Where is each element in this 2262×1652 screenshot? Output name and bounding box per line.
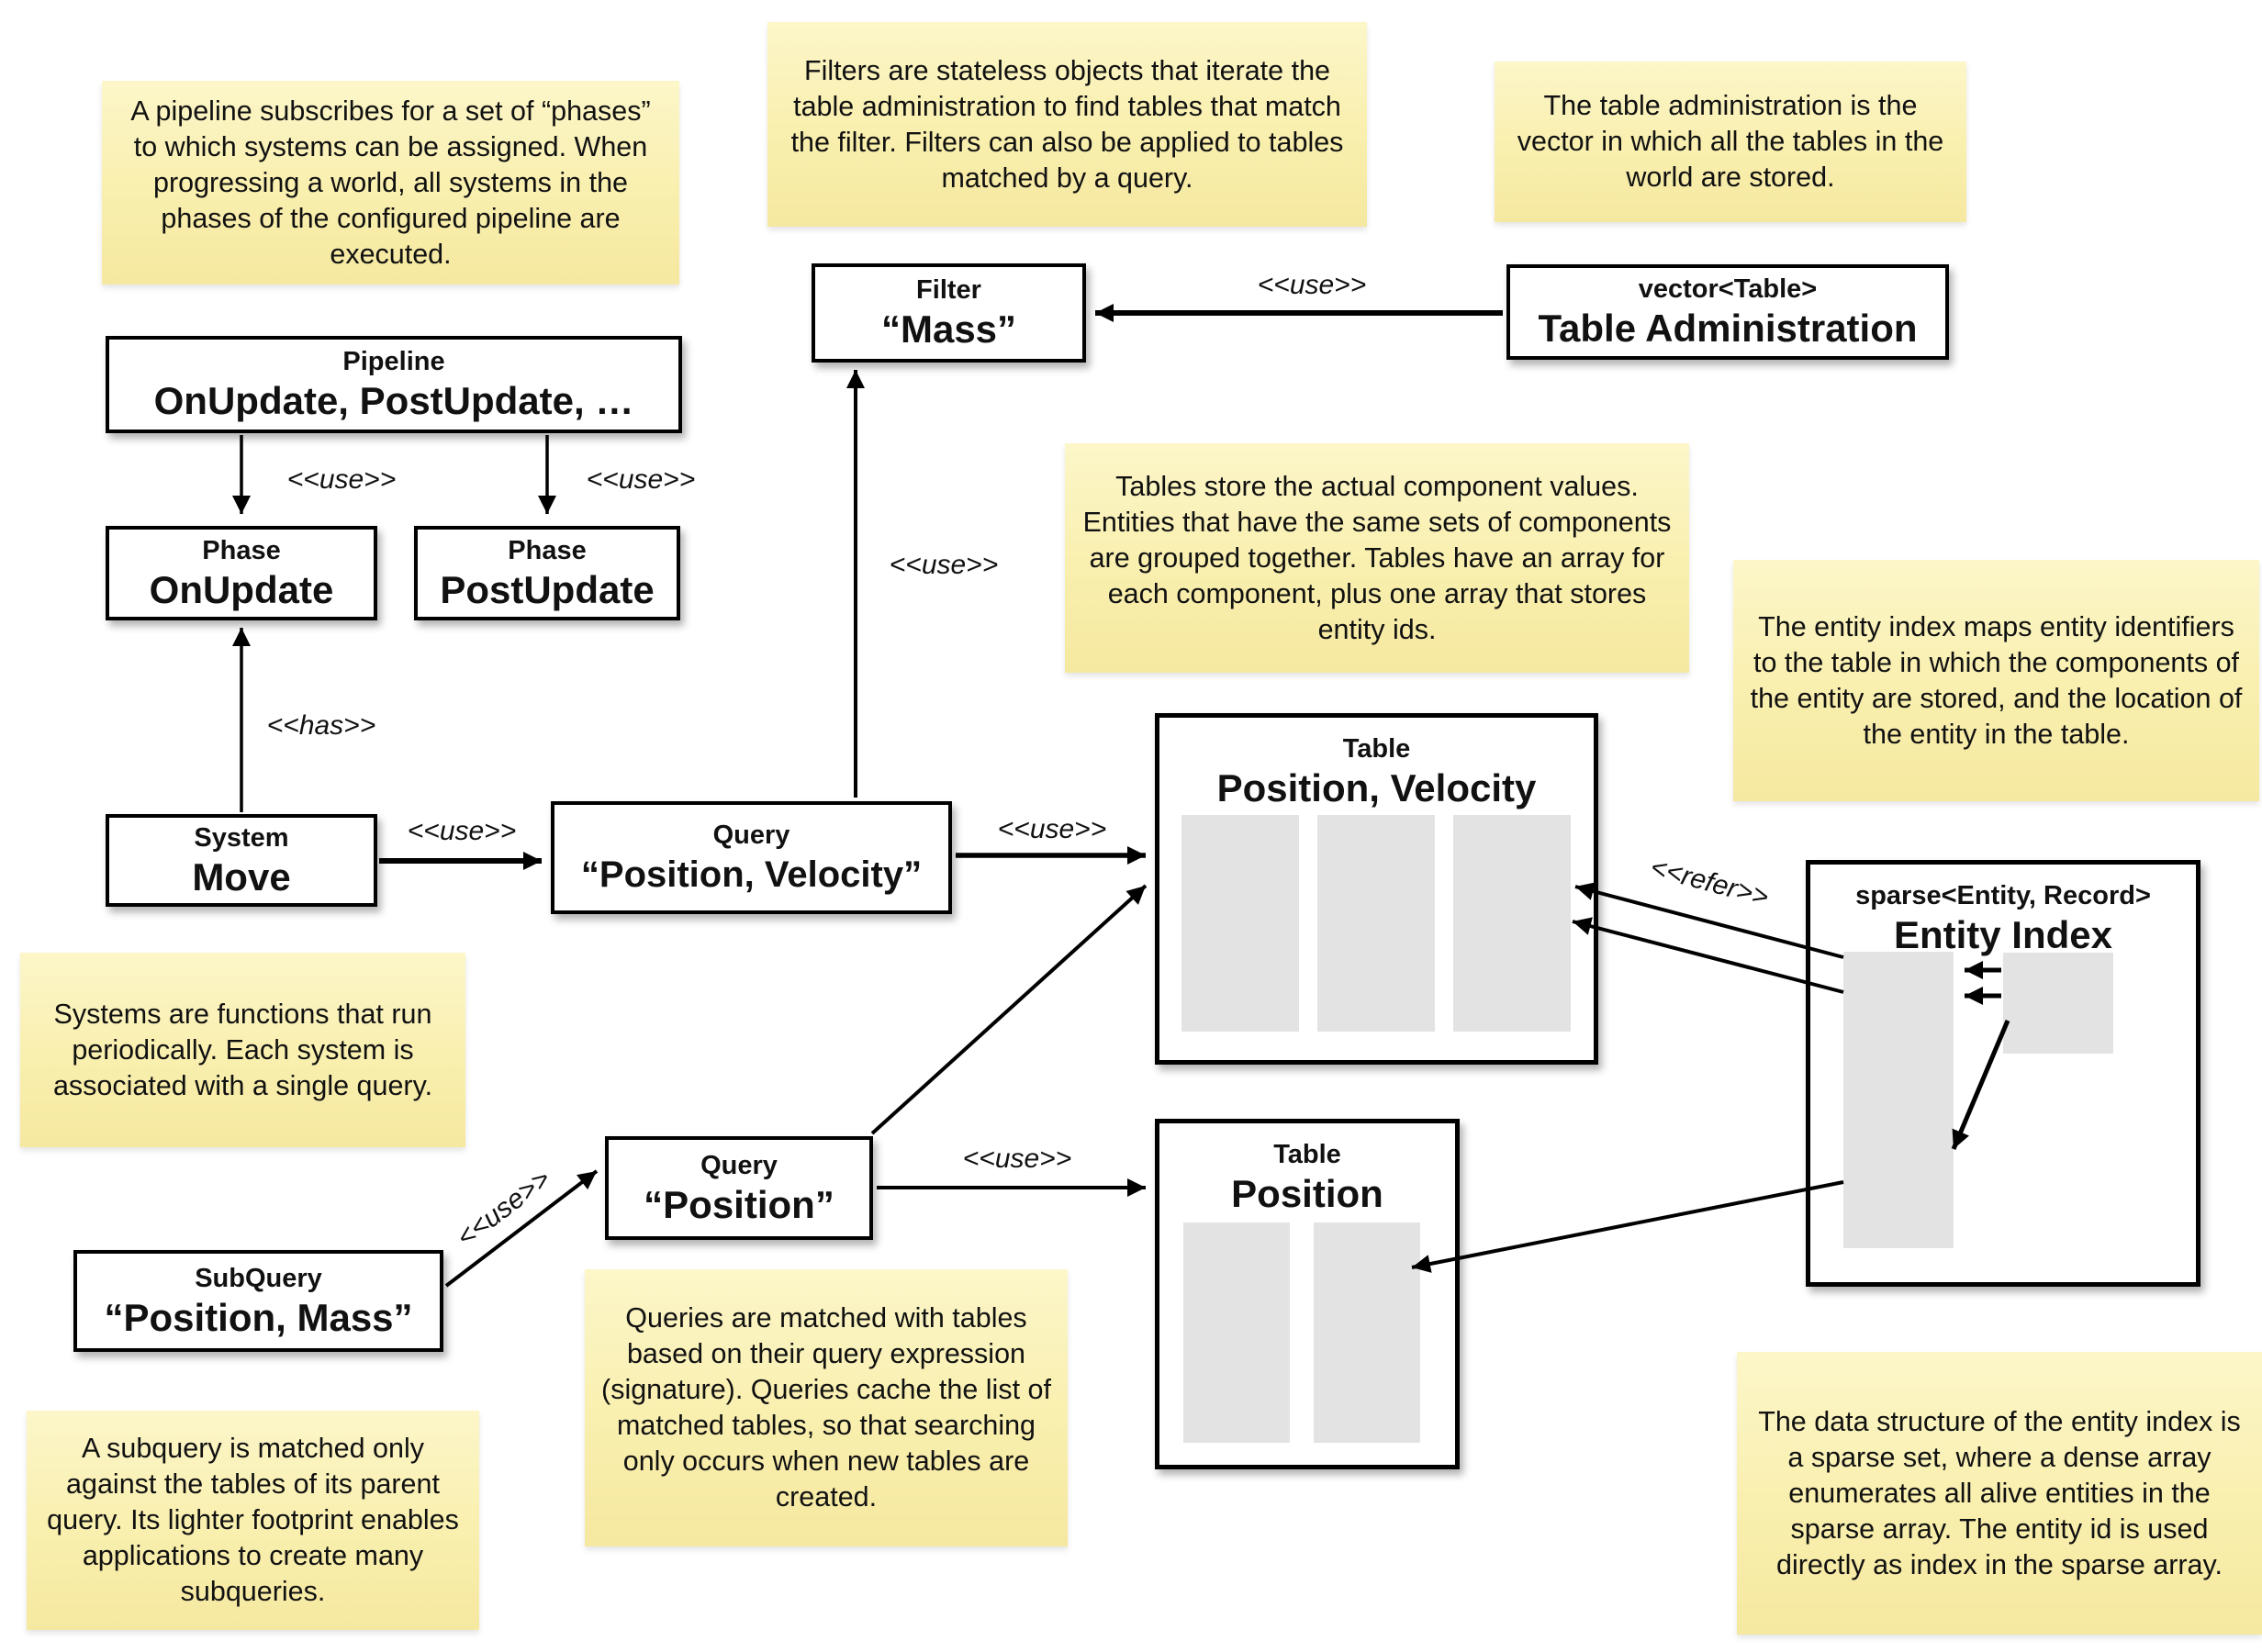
- node-filter-label: “Mass”: [880, 307, 1017, 351]
- node-query-position-velocity: Query “Position, Velocity”: [551, 801, 952, 914]
- node-phase-postupdate: Phase PostUpdate: [414, 526, 680, 620]
- node-table-position-velocity: Table Position, Velocity: [1155, 713, 1598, 1065]
- sparse-array-column: [1843, 952, 1954, 1248]
- sticky-note-subquery: A subquery is matched only against the t…: [27, 1411, 479, 1630]
- sticky-note-filters: Filters are stateless objects that itera…: [767, 22, 1367, 227]
- node-subquery-label: “Position, Mass”: [104, 1295, 413, 1339]
- node-query-pv-stereotype: Query: [712, 820, 790, 850]
- edge-queryp-match-tablepv: [870, 884, 1148, 1135]
- node-query-pv-label: “Position, Velocity”: [580, 854, 923, 895]
- node-subquery-position-mass: SubQuery “Position, Mass”: [73, 1250, 443, 1352]
- sticky-note-table-administration: The table administration is the vector i…: [1495, 61, 1966, 222]
- sticky-note-queries: Queries are matched with tables based on…: [585, 1269, 1068, 1546]
- node-table-administration-stereotype: vector<Table>: [1638, 274, 1818, 304]
- sticky-note-entity-index: The entity index maps entity identifiers…: [1733, 560, 2259, 801]
- node-entity-index: sparse<Entity, Record> Entity Index: [1806, 860, 2200, 1287]
- node-system-move: System Move: [106, 814, 377, 907]
- edge-label-use: <<use>>: [451, 1163, 556, 1254]
- node-query-p-label: “Position”: [644, 1182, 834, 1226]
- edge-label-refer: <<refer>>: [1647, 852, 1773, 913]
- node-phase-postupdate-label: PostUpdate: [440, 567, 655, 611]
- node-pipeline: Pipeline OnUpdate, PostUpdate, …: [106, 336, 682, 433]
- node-phase-onupdate: Phase OnUpdate: [106, 526, 377, 620]
- edge-label-use: <<use>>: [962, 1144, 1072, 1174]
- node-subquery-stereotype: SubQuery: [195, 1263, 322, 1293]
- node-system-label: Move: [192, 854, 291, 899]
- node-filter-mass: Filter “Mass”: [812, 263, 1086, 363]
- node-system-stereotype: System: [194, 822, 289, 853]
- component-array-column: [1453, 815, 1571, 1032]
- node-table-pv-label: Position, Velocity: [1216, 766, 1537, 809]
- sticky-note-pipeline: A pipeline subscribes for a set of “phas…: [102, 81, 679, 285]
- sticky-note-sparse-set: The data structure of the entity index i…: [1737, 1352, 2262, 1635]
- node-pipeline-label: OnUpdate, PostUpdate, …: [153, 379, 634, 422]
- component-array-column: [1314, 1222, 1420, 1443]
- node-table-position: Table Position: [1155, 1119, 1460, 1469]
- node-table-administration-label: Table Administration: [1538, 307, 1918, 350]
- node-table-p-label: Position: [1231, 1172, 1383, 1215]
- node-filter-stereotype: Filter: [916, 275, 981, 305]
- node-table-p-stereotype: Table: [1273, 1140, 1341, 1169]
- edge-label-use: <<use>>: [997, 814, 1107, 844]
- edge-label-use: <<use>>: [586, 464, 696, 495]
- node-table-administration: vector<Table> Table Administration: [1506, 264, 1949, 360]
- edge-label-use: <<use>>: [1257, 270, 1367, 300]
- node-entity-index-label: Entity Index: [1893, 913, 2113, 956]
- edge-label-use: <<use>>: [889, 550, 999, 580]
- sticky-note-tables: Tables store the actual component values…: [1065, 443, 1689, 673]
- edge-label-has: <<has>>: [266, 710, 376, 741]
- edge-entityindex-refer-tablepv-2: [1572, 917, 1844, 994]
- node-phase-onupdate-label: OnUpdate: [149, 567, 334, 611]
- component-array-column: [1181, 815, 1299, 1032]
- dense-array-block: [2003, 953, 2113, 1054]
- node-table-pv-stereotype: Table: [1342, 734, 1411, 764]
- node-pipeline-stereotype: Pipeline: [342, 347, 445, 376]
- component-array-column: [1183, 1222, 1290, 1443]
- edge-label-use: <<use>>: [286, 464, 397, 495]
- node-entity-index-stereotype: sparse<Entity, Record>: [1855, 881, 2151, 910]
- node-phase-onupdate-stereotype: Phase: [202, 535, 281, 565]
- edge-label-use: <<use>>: [407, 816, 517, 846]
- node-phase-postupdate-stereotype: Phase: [508, 535, 587, 565]
- sticky-note-systems: Systems are functions that run periodica…: [20, 953, 465, 1147]
- component-array-column: [1317, 815, 1435, 1032]
- node-query-position: Query “Position”: [605, 1136, 873, 1240]
- edge-entityindex-refer-tablep: [1411, 1180, 1844, 1273]
- node-query-p-stereotype: Query: [700, 1150, 778, 1180]
